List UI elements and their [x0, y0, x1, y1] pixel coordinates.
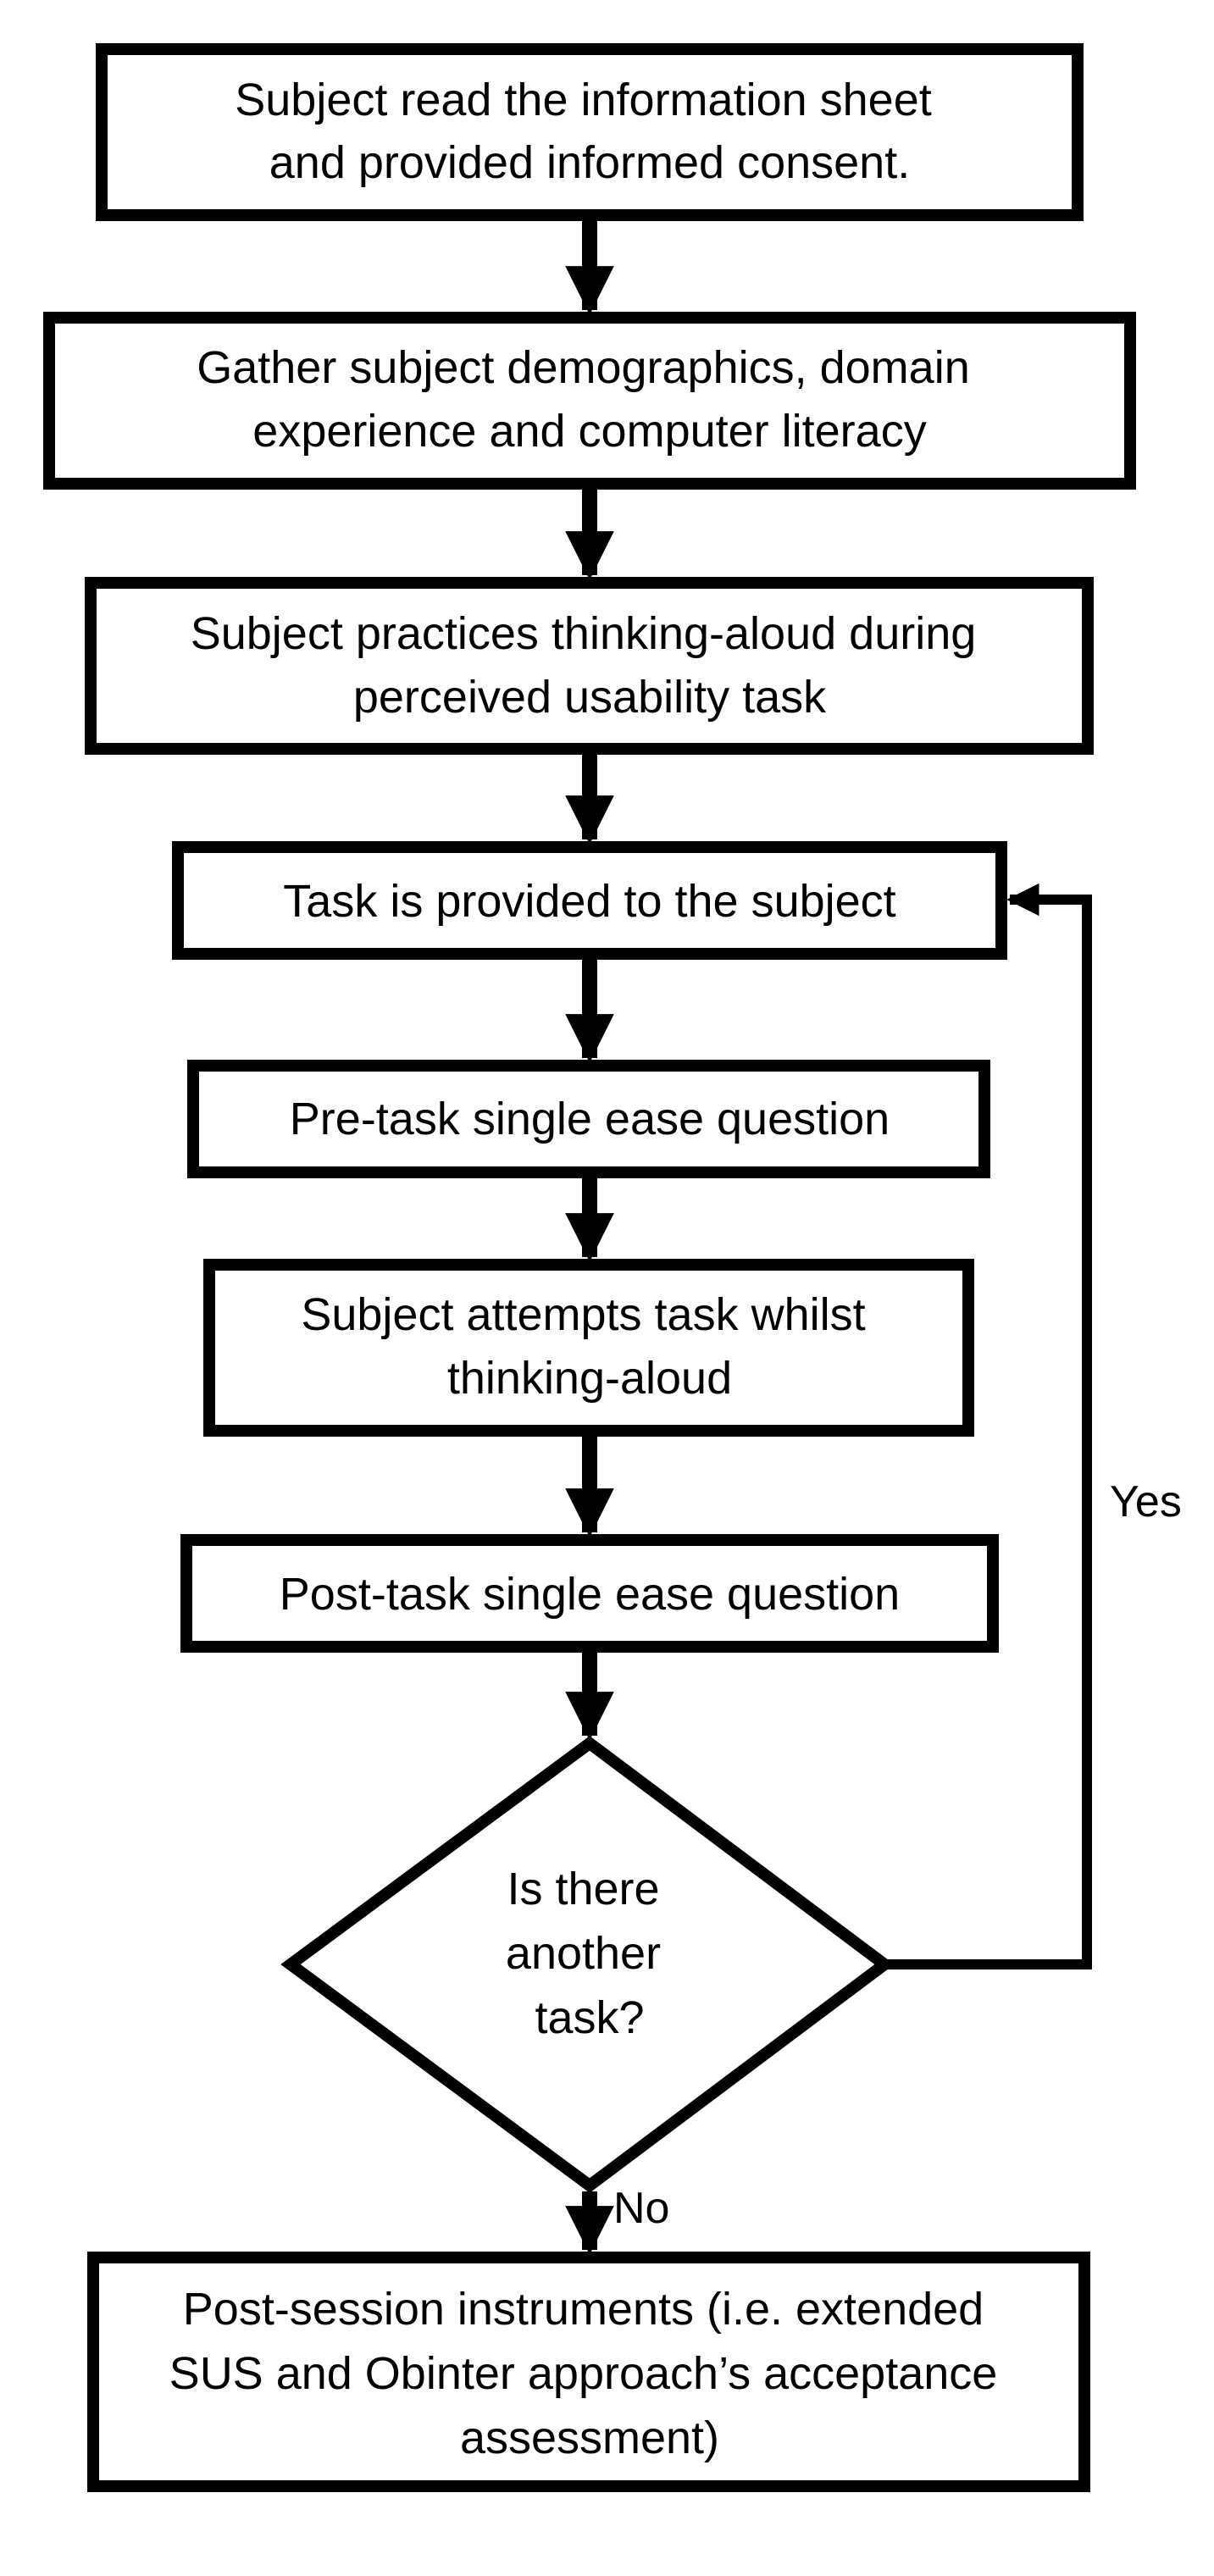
svg-text:Post-task single ease question: Post-task single ease question: [280, 1569, 900, 1620]
step-post-session-line-2: SUS and Obinter approach’s acceptance: [169, 2348, 998, 2399]
step-post-session: Post-session instruments (i.e. extended …: [87, 2252, 1090, 2492]
step-post-session-line-3: assessment): [460, 2413, 719, 2463]
step-post-task-line-1: Post-task single ease question: [280, 1569, 900, 1620]
svg-text:Gather subject demographics, d: Gather subject demographics, domain expe…: [197, 342, 983, 457]
step-consent-line-1: Subject read the information sheet: [235, 75, 932, 125]
svg-text:Subject attempts task whilst: Subject attempts task whilst thinking-al…: [301, 1289, 878, 1404]
label-yes: Yes: [1110, 1477, 1182, 1526]
arrow-decision-yes: [884, 883, 1092, 1969]
step-post-session-line-1: Post-session instruments (i.e. extended: [183, 2284, 984, 2335]
svg-text:Post-session instruments (i.e.: Post-session instruments (i.e. extended …: [169, 2284, 1011, 2463]
step-demographics-line-2: experience and computer literacy: [252, 406, 926, 457]
step-task-provided-line-1: Task is provided to the subject: [283, 876, 895, 927]
svg-text:Pre-task single ease question: Pre-task single ease question: [290, 1094, 890, 1144]
step-practice-line-1: Subject practices thinking-aloud during: [191, 608, 977, 659]
svg-text:Is there another t: Is there another task?: [506, 1864, 674, 2043]
step-consent-line-2: and provided informed consent.: [269, 137, 910, 188]
step-attempt: Subject attempts task whilst thinking-al…: [203, 1259, 974, 1437]
step-demographics: Gather subject demographics, domain expe…: [43, 312, 1136, 490]
step-task-provided: Task is provided to the subject: [172, 841, 1007, 960]
step-attempt-line-1: Subject attempts task whilst: [301, 1289, 865, 1340]
step-demographics-line-1: Gather subject demographics, domain: [197, 342, 970, 393]
decision-line-3: task?: [535, 1992, 644, 2043]
svg-text:Task is provided to the subjec: Task is provided to the subject: [283, 876, 895, 927]
step-practice: Subject practices thinking-aloud during …: [85, 577, 1094, 755]
decision-line-1: Is there: [507, 1864, 659, 1914]
decision-another-task: Is there another task?: [280, 1736, 895, 2193]
step-pre-task: Pre-task single ease question: [187, 1060, 990, 1178]
label-no: No: [613, 2184, 669, 2233]
svg-text:Subject practices thinking-alo: Subject practices thinking-aloud during …: [191, 608, 989, 723]
decision-line-2: another: [506, 1928, 661, 1979]
step-post-task: Post-task single ease question: [180, 1534, 999, 1653]
step-pre-task-line-1: Pre-task single ease question: [290, 1094, 890, 1144]
svg-text:Subject read the information s: Subject read the information sheet and p…: [235, 75, 945, 188]
step-attempt-line-2: thinking-aloud: [447, 1353, 732, 1404]
step-consent: Subject read the information sheet and p…: [96, 43, 1084, 221]
step-practice-line-2: perceived usability task: [353, 672, 827, 723]
loop-yes: [884, 883, 1092, 1969]
